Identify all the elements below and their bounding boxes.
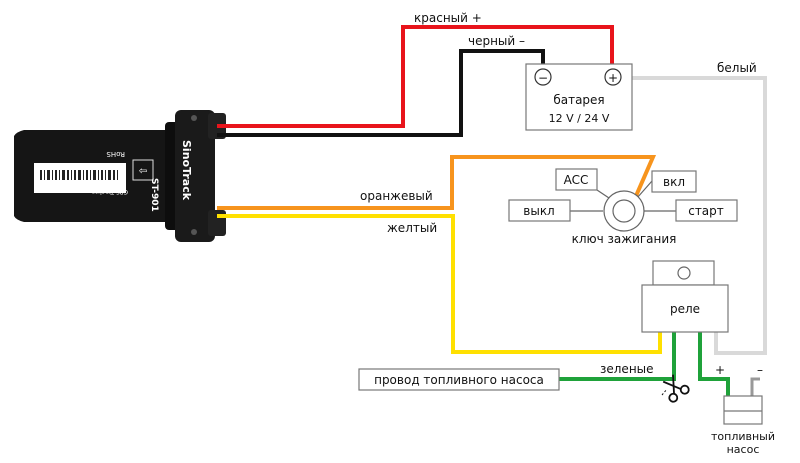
green-wire-label: зеленые bbox=[600, 362, 654, 376]
fuel-pump-title-2: насос bbox=[727, 443, 760, 456]
yellow-wire bbox=[217, 214, 662, 354]
ignition-on-label: вкл bbox=[663, 175, 685, 189]
ignition-start-box bbox=[675, 199, 738, 222]
orange-wire bbox=[217, 155, 657, 210]
minus-terminal-icon bbox=[534, 68, 552, 86]
scissors-icon bbox=[662, 374, 690, 403]
cut-line bbox=[661, 388, 668, 396]
fuel-pump-wire-box bbox=[358, 368, 560, 391]
battery-title: батарея bbox=[553, 93, 604, 107]
relay: реле bbox=[641, 260, 729, 333]
tracker-rohs: RoHS bbox=[106, 150, 125, 158]
plus-terminal-symbol: + bbox=[608, 71, 618, 85]
tracker-model: ST-901 bbox=[149, 178, 159, 212]
ignition-off-box bbox=[508, 199, 571, 222]
relay-label: реле bbox=[670, 302, 700, 316]
red-wire-label: красный + bbox=[414, 11, 482, 25]
fuel-pump-wire-label: провод топливного насоса bbox=[374, 373, 544, 387]
battery-voltage: 12 V / 24 V bbox=[549, 112, 610, 125]
black-wire bbox=[217, 49, 545, 137]
fuel-pump: + – топливный насос bbox=[711, 363, 775, 456]
fuel-pump-minus-lead bbox=[750, 377, 760, 396]
ignition-acc-box bbox=[555, 168, 598, 191]
battery: − + батарея 12 V / 24 V bbox=[525, 63, 633, 131]
ignition-off-label: выкл bbox=[523, 204, 554, 218]
minus-terminal-symbol: − bbox=[538, 71, 548, 85]
screw-icon bbox=[191, 115, 197, 121]
white-wire bbox=[632, 76, 767, 355]
ignition-title: ключ зажигания bbox=[572, 232, 677, 246]
ignition-start-label: старт bbox=[688, 204, 724, 218]
tracker-id-label: ID: bbox=[94, 180, 104, 188]
orange-wire-label: оранжевый bbox=[360, 189, 433, 203]
fuel-pump-minus-symbol: – bbox=[757, 363, 763, 377]
fuel-pump-plus-symbol: + bbox=[715, 363, 725, 377]
ignition-switch: ACC вкл выкл старт ключ зажигания bbox=[508, 168, 738, 246]
barcode bbox=[40, 170, 118, 180]
fuel-pump-title-1: топливный bbox=[711, 430, 775, 443]
circle-knob-icon bbox=[612, 199, 636, 223]
black-wire-label: черный – bbox=[468, 34, 525, 48]
yellow-wire-label: желтый bbox=[387, 221, 437, 235]
green-wire-right bbox=[698, 332, 730, 396]
ignition-acc-label: ACC bbox=[564, 173, 589, 187]
tracker-brand: SinoTrack bbox=[180, 140, 193, 201]
fuel-pump-box bbox=[723, 395, 763, 425]
relay-box bbox=[641, 284, 729, 333]
ignition-on-box bbox=[651, 170, 697, 193]
tracker-subtitle: GPS Tracker bbox=[92, 188, 128, 195]
arrow-icon: ⇦ bbox=[139, 166, 147, 177]
plus-terminal-icon bbox=[604, 68, 622, 86]
tracker-arrow-box bbox=[132, 159, 154, 181]
screw-icon bbox=[191, 229, 197, 235]
relay-coil-icon bbox=[677, 266, 691, 280]
red-wire bbox=[217, 25, 614, 128]
gps-tracker-device: ⇦ ID: GPS Tracker RoHS ST-901 SinoTrack bbox=[14, 110, 226, 242]
white-wire-label: белый bbox=[717, 61, 757, 75]
